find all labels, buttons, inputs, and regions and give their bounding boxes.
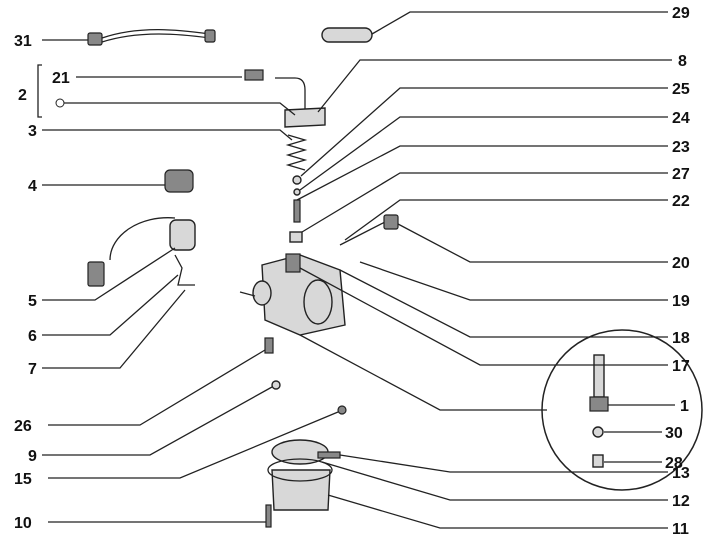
callout-2: 2: [18, 87, 27, 104]
callout-5: 5: [28, 293, 37, 310]
callout-8: 8: [678, 53, 687, 70]
callout-7: 7: [28, 361, 37, 378]
callout-21: 21: [52, 70, 70, 87]
callout-20: 20: [672, 255, 690, 272]
callout-4: 4: [28, 178, 37, 195]
callout-9: 9: [28, 448, 37, 465]
part-choke-4: [87, 169, 196, 287]
part-spring-3: [285, 134, 308, 171]
callout-28: 28: [665, 455, 683, 472]
callout-26: 26: [14, 418, 32, 435]
callout-29: 29: [672, 5, 690, 22]
part-29: [321, 27, 373, 43]
part-cable-31: [87, 28, 216, 46]
callout-11: 11: [672, 521, 689, 538]
callout-23: 23: [672, 139, 690, 156]
part-15: [337, 405, 347, 415]
callout-labels: 31 2 21 3 4 5 6 7 26 9 15 10 29 8 25 24 …: [14, 5, 690, 538]
part-top-cover: [275, 77, 326, 128]
callout-15: 15: [14, 471, 32, 488]
callout-3: 3: [28, 123, 37, 140]
leader-lines: [37, 11, 675, 529]
callout-1: 1: [680, 398, 689, 415]
callout-17: 17: [672, 358, 690, 375]
callout-31: 31: [14, 33, 32, 50]
part-9: [271, 380, 281, 390]
callout-19: 19: [672, 293, 690, 310]
part-21: [244, 69, 264, 81]
part-22: [289, 231, 303, 243]
callout-10: 10: [14, 515, 32, 532]
callout-27: 27: [672, 166, 690, 183]
callout-24: 24: [672, 110, 690, 127]
callout-22: 22: [672, 193, 690, 210]
callout-12: 12: [672, 493, 690, 510]
part-20: [339, 214, 399, 246]
callout-13: 13: [672, 465, 690, 482]
callout-18: 18: [672, 330, 690, 347]
part-26: [264, 337, 274, 354]
part-float-bowl: [265, 439, 341, 528]
callout-6: 6: [28, 328, 37, 345]
callout-25: 25: [672, 81, 690, 98]
callout-30: 30: [665, 425, 683, 442]
part-needle: [292, 175, 302, 223]
part-carburetor-body: [239, 253, 346, 336]
